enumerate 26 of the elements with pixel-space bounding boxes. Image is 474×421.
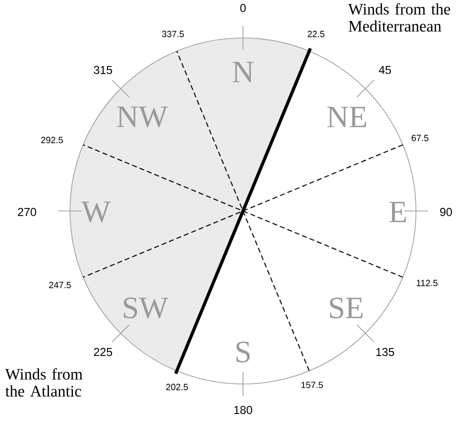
direction-letter: W bbox=[81, 202, 111, 222]
degree-label: 180 bbox=[234, 406, 252, 414]
degree-label: 22.5 bbox=[308, 30, 324, 38]
degree-label: 0 bbox=[240, 4, 246, 12]
degree-label: 45 bbox=[378, 66, 391, 74]
winds-caption: Winds from the Atlantic bbox=[5, 368, 82, 397]
degree-label: 157.5 bbox=[301, 382, 323, 388]
degree-label: 202.5 bbox=[166, 384, 188, 390]
degree-label: 67.5 bbox=[412, 134, 428, 142]
degree-label: 270 bbox=[18, 208, 36, 216]
degree-label: 225 bbox=[94, 348, 112, 356]
direction-letter: S bbox=[236, 342, 250, 362]
winds-caption: Winds from the Mediterranean bbox=[348, 3, 450, 32]
degree-label: 337.5 bbox=[162, 30, 184, 38]
direction-letter: SE bbox=[330, 298, 363, 318]
degree-label: 112.5 bbox=[416, 280, 438, 286]
degree-label: 292.5 bbox=[41, 136, 63, 144]
degree-label: 135 bbox=[376, 348, 394, 356]
degree-label: 90 bbox=[440, 208, 452, 216]
direction-letter: E bbox=[389, 202, 406, 222]
degree-label: 315 bbox=[94, 66, 112, 74]
direction-letter: NE bbox=[327, 106, 366, 128]
direction-letter: SW bbox=[124, 298, 168, 318]
direction-letter: NW bbox=[117, 106, 168, 128]
direction-letter: N bbox=[232, 62, 254, 82]
degree-label: 247.5 bbox=[49, 282, 71, 288]
